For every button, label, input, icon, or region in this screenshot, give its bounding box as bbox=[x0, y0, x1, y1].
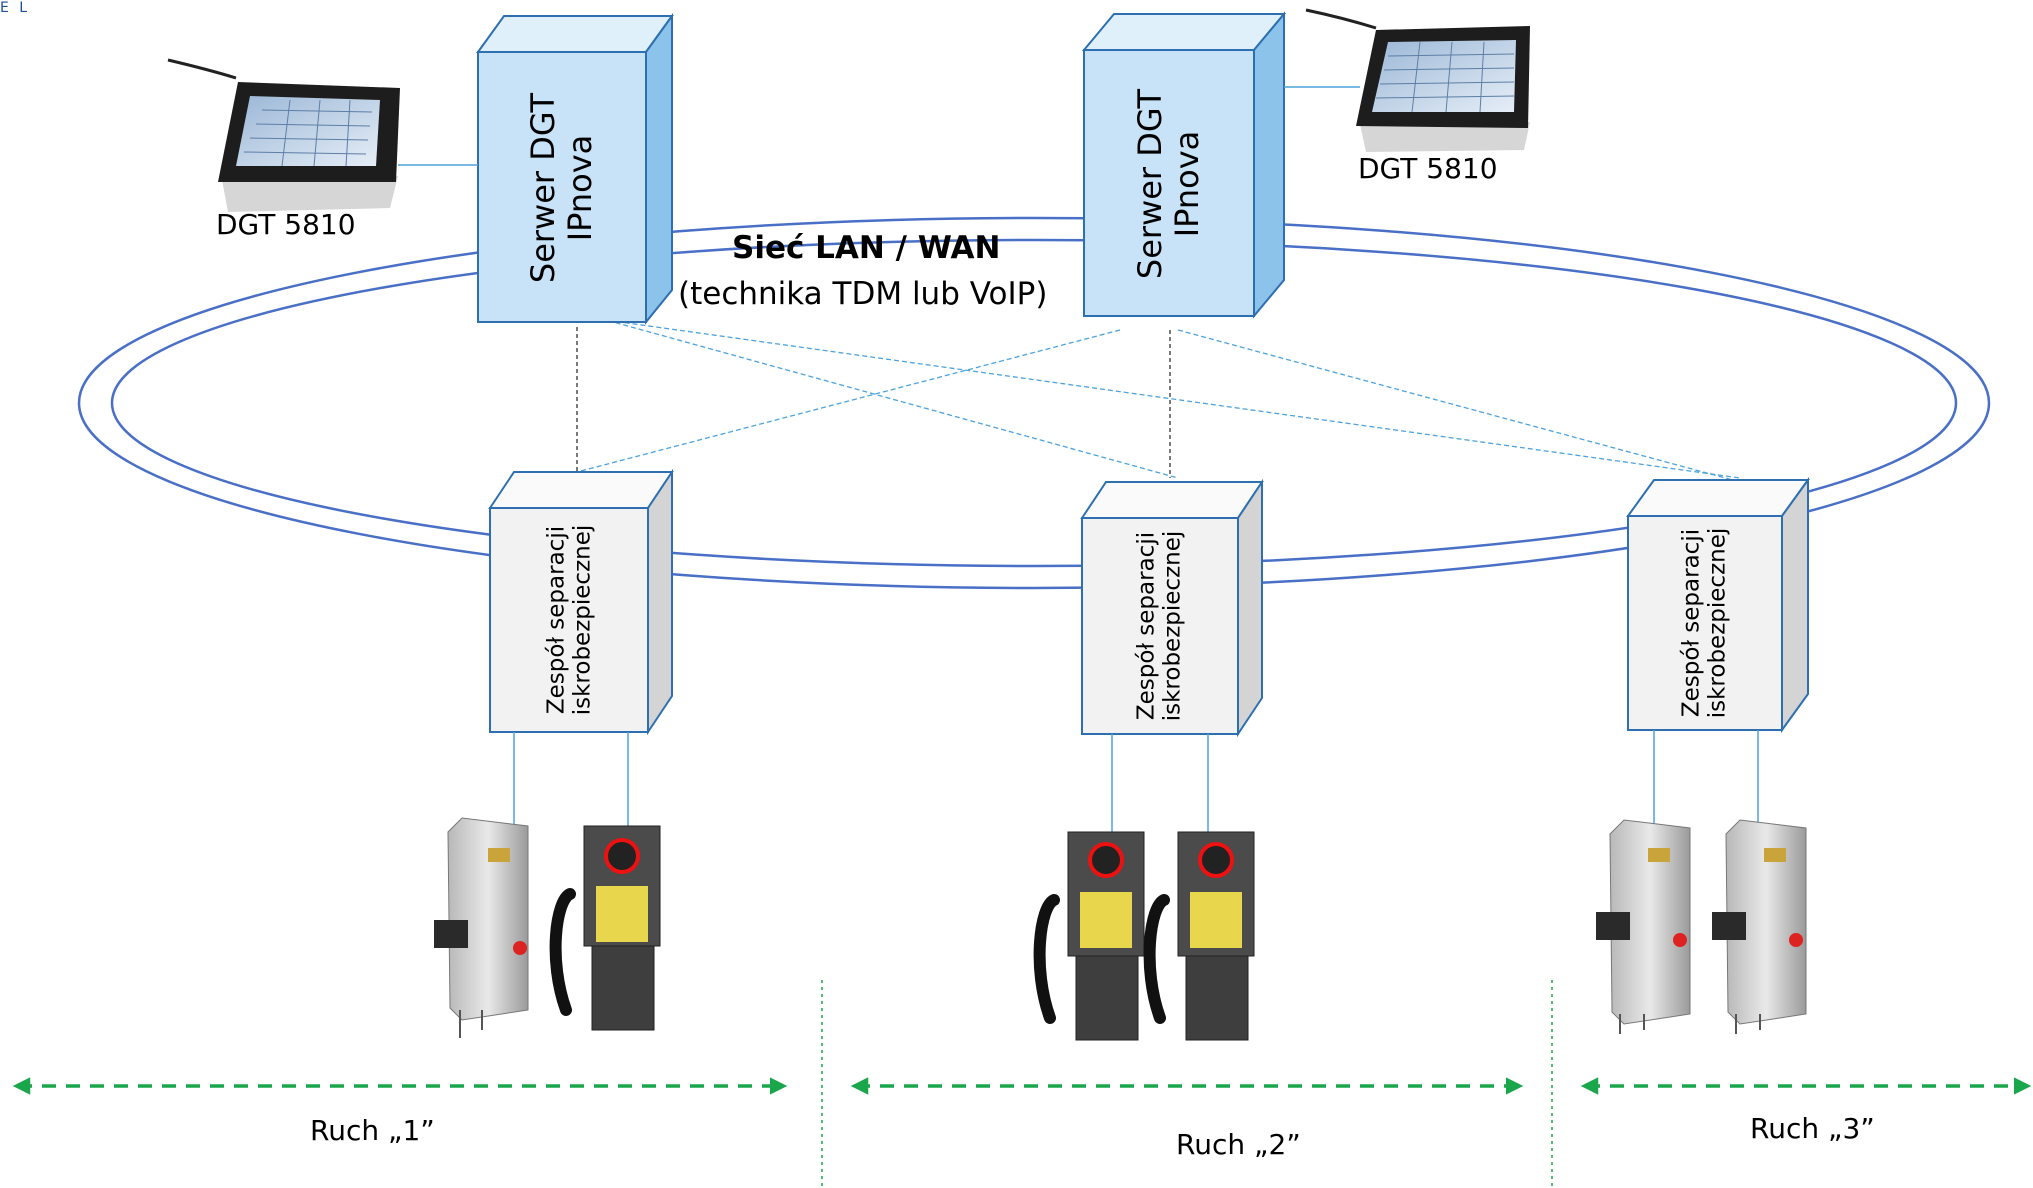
separator-phone-links bbox=[513, 730, 1759, 848]
console-device-1 bbox=[167, 58, 400, 212]
server-box-2 bbox=[1081, 11, 1287, 319]
server-label-2: Serwer DGT IPnova bbox=[1131, 88, 1206, 280]
separator-box-3 bbox=[1626, 476, 1810, 734]
phone-keypad-2a bbox=[1033, 831, 1145, 1041]
logo-fragment: E L bbox=[0, 0, 31, 16]
zone-label-1: Ruch „1” bbox=[310, 1114, 435, 1147]
console-label-2: DGT 5810 bbox=[1358, 152, 1498, 185]
network-ring bbox=[77, 216, 1991, 590]
server-separator-links bbox=[576, 311, 1741, 483]
zone-label-3: Ruch „3” bbox=[1750, 1112, 1875, 1145]
separator-label-2: Zespół separacji iskrobezpiecznej bbox=[1133, 530, 1186, 722]
phone-stainless-3b bbox=[1712, 819, 1807, 1034]
network-title: Sieć LAN / WAN bbox=[732, 230, 1001, 266]
server-box-1 bbox=[476, 12, 674, 325]
phone-stainless-1 bbox=[434, 817, 529, 1038]
console-device-2 bbox=[1305, 8, 1530, 152]
separator-label-3: Zespół separacji iskrobezpiecznej bbox=[1678, 527, 1731, 719]
server-label-1: Serwer DGT IPnova bbox=[524, 92, 599, 284]
separator-label-1: Zespół separacji iskrobezpiecznej bbox=[543, 524, 596, 716]
network-subtitle: (technika TDM lub VoIP) bbox=[678, 276, 1048, 312]
phone-stainless-3a bbox=[1596, 819, 1691, 1034]
phone-keypad-1 bbox=[549, 825, 661, 1031]
separator-box-1 bbox=[488, 468, 674, 736]
zone-label-2: Ruch „2” bbox=[1176, 1128, 1301, 1161]
phone-keypad-2b bbox=[1143, 831, 1255, 1041]
console-label-1: DGT 5810 bbox=[216, 208, 356, 241]
separator-box-2 bbox=[1080, 478, 1264, 738]
